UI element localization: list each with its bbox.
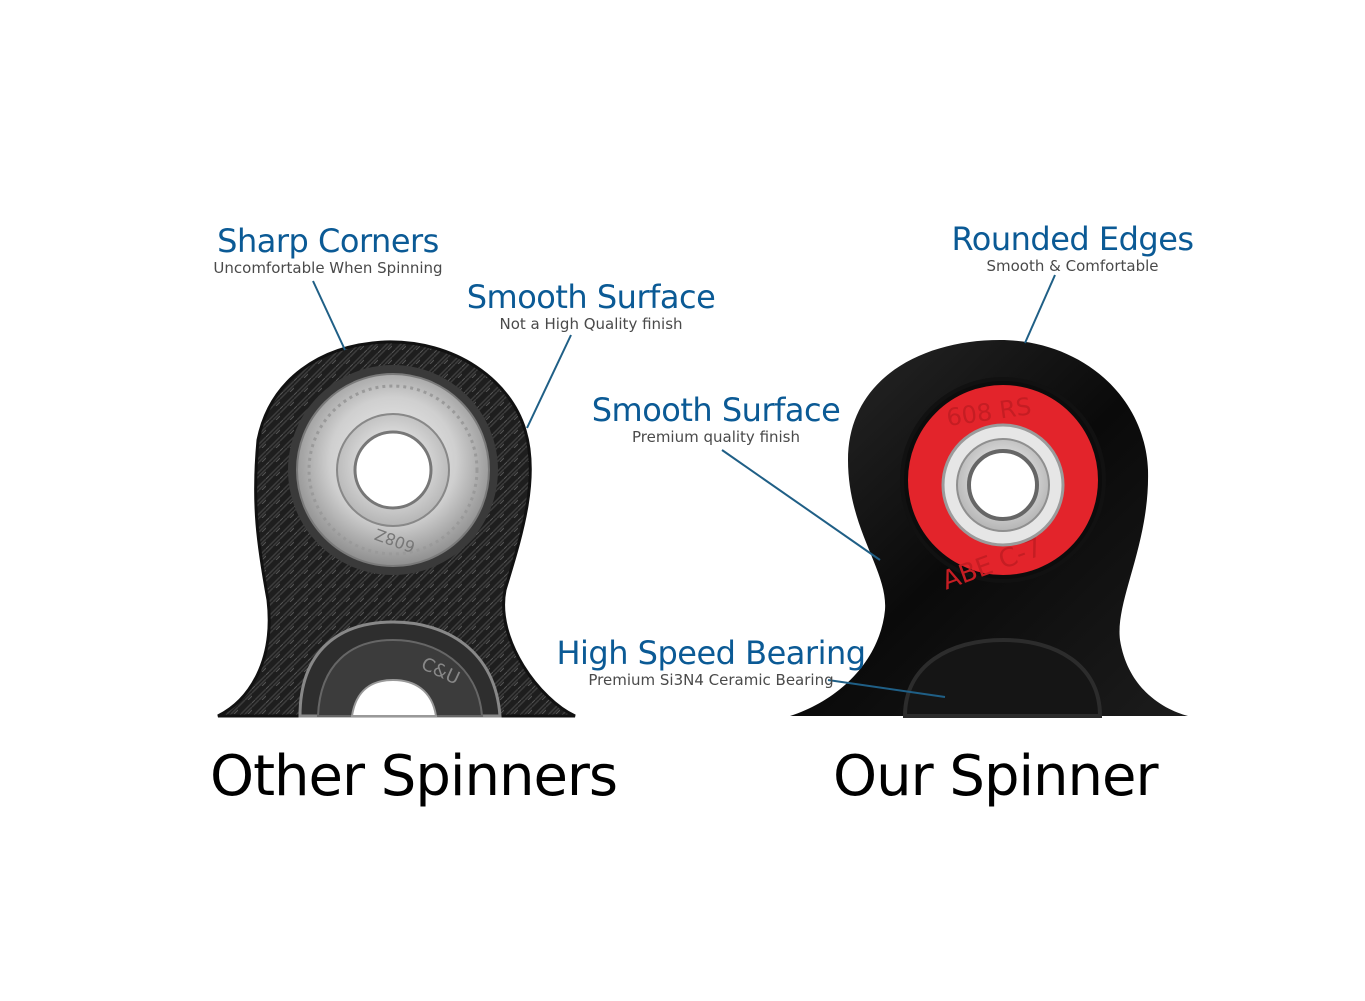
callout-subtitle: Uncomfortable When Spinning: [213, 259, 443, 277]
caption-our-spinner: Our Spinner: [833, 744, 1159, 809]
callout-title: Rounded Edges: [951, 220, 1194, 258]
leader-lines: [312, 274, 1056, 698]
leader-smooth-surface-left: [526, 334, 572, 429]
our-spinner-image: 608 RS ABE C-7: [790, 340, 1188, 718]
callout-rounded-edges: Rounded Edges Smooth & Comfortable: [945, 221, 1200, 275]
leader-rounded-edges: [1024, 274, 1056, 344]
callout-subtitle: Smooth & Comfortable: [986, 257, 1159, 275]
our-bottom-bearing: [902, 637, 1103, 718]
callout-title: High Speed Bearing: [556, 634, 866, 672]
callout-smooth-surface-right: Smooth Surface Premium quality finish: [587, 392, 845, 446]
callout-title: Smooth Surface: [591, 391, 841, 429]
callout-subtitle: Premium quality finish: [631, 428, 801, 446]
caption-other-spinners: Other Spinners: [210, 744, 618, 809]
leader-sharp-corners: [312, 280, 346, 351]
callout-title: Smooth Surface: [466, 278, 716, 316]
leader-high-speed-bearing: [827, 679, 946, 698]
callout-smooth-surface-left: Smooth Surface Not a High Quality finish: [462, 279, 720, 333]
leader-smooth-surface-right: [721, 449, 881, 561]
callout-high-speed-bearing: High Speed Bearing Premium Si3N4 Ceramic…: [552, 635, 870, 689]
callout-subtitle: Premium Si3N4 Ceramic Bearing: [588, 671, 834, 689]
other-spinner-image: 608Z C&U: [217, 340, 576, 718]
callout-title: Sharp Corners: [217, 222, 439, 260]
callout-sharp-corners: Sharp Corners Uncomfortable When Spinnin…: [210, 223, 446, 277]
callout-subtitle: Not a High Quality finish: [499, 315, 683, 333]
